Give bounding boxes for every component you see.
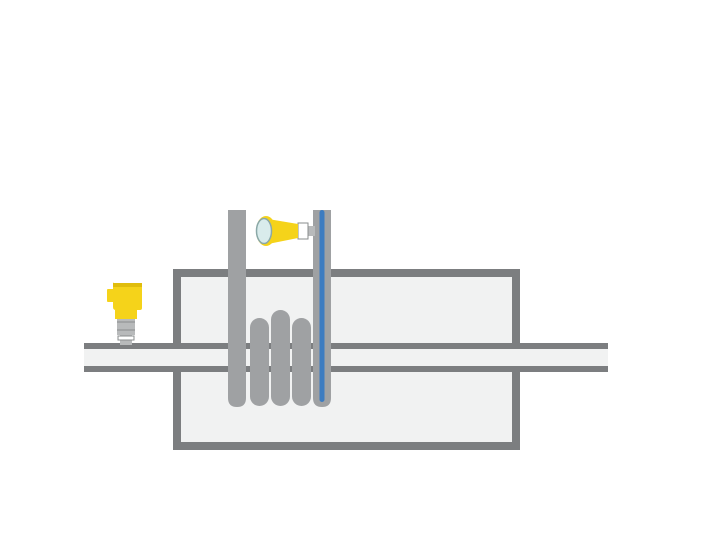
pipe-top-wall bbox=[84, 343, 608, 349]
horizontal-process-pipe bbox=[84, 343, 608, 372]
sensor-body bbox=[268, 219, 298, 244]
radar-level-sensor-icon bbox=[255, 216, 315, 246]
sensor-collar bbox=[297, 222, 309, 240]
transmitter-side-cap bbox=[107, 289, 115, 302]
sensor-lens bbox=[255, 217, 273, 245]
coil-loop-3 bbox=[292, 318, 311, 406]
transmitter-stem bbox=[117, 318, 135, 335]
coil-inlet-leg bbox=[228, 210, 246, 407]
transmitter-head bbox=[113, 282, 142, 310]
transmitter-neck bbox=[115, 310, 137, 319]
heating-coil bbox=[228, 210, 331, 407]
pressure-transmitter-icon bbox=[107, 282, 142, 345]
pipe-fill bbox=[84, 345, 608, 370]
coil-outlet-flow-line bbox=[319, 210, 325, 402]
coil-loop-2 bbox=[271, 310, 290, 406]
transmitter-top-band bbox=[113, 283, 142, 287]
sensor-connector bbox=[306, 226, 315, 236]
transmitter-connector-ring bbox=[117, 335, 135, 341]
coil-loop-1 bbox=[250, 318, 269, 406]
pipe-bottom-wall bbox=[84, 366, 608, 372]
